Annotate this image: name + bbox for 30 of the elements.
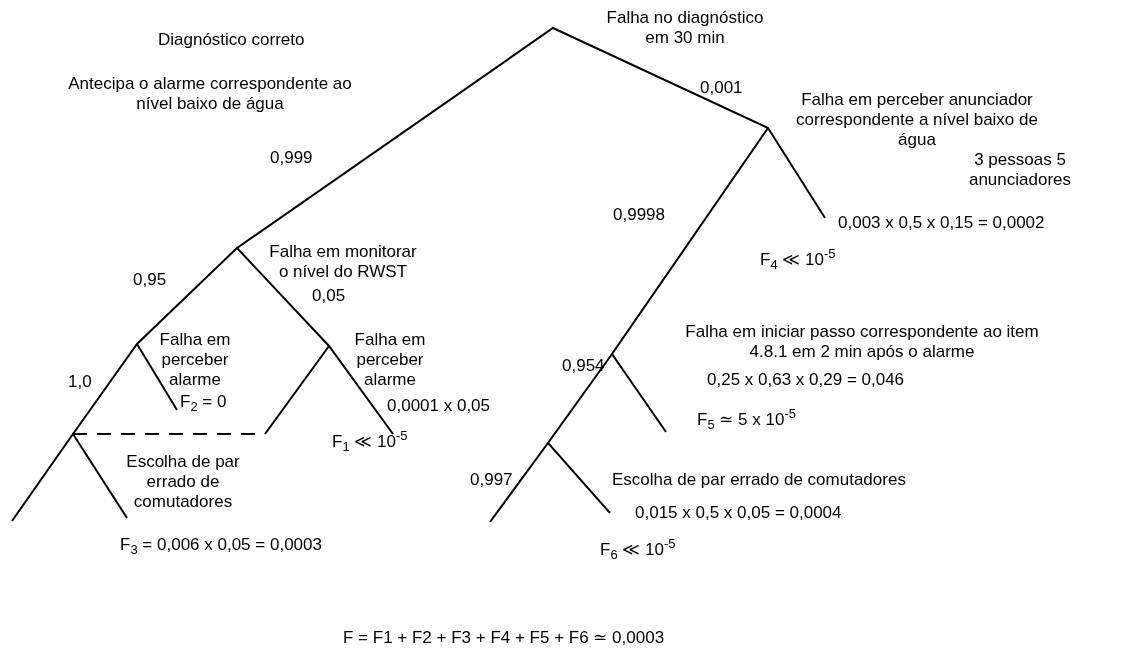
caption-formula: F = F1 + F2 + F3 + F4 + F5 + F6 ≃ 0,0003 <box>343 628 665 648</box>
probability-label: 0,954 <box>562 356 605 376</box>
branch-label: Falha no diagnóstico em 30 min <box>605 8 765 48</box>
branch-label: Escolha de par errado de comutadores <box>125 452 241 512</box>
result-formula: F$_{6}$ ≪ 10$^{-5}$ <box>600 540 676 560</box>
result-formula: F$_{3}$ = 0,006 x 0,05 = 0,0003 <box>120 535 322 555</box>
branch-label: Escolha de par errado de comutadores <box>612 470 906 490</box>
branch-label: Antecipa o alarme correspondente ao nível baixo de água <box>67 74 353 114</box>
probability-label: 0,001 <box>700 78 743 98</box>
result-formula: F$_{2}$ = 0 <box>180 392 227 412</box>
branch-label: Falha em perceber alarme <box>353 330 427 390</box>
result-formula: F$_{5}$ ≃ 5 x 10$^{-5}$ <box>697 410 796 430</box>
formula-text: 0,25 x 0,63 x 0,29 = 0,046 <box>707 370 905 390</box>
branch-label: Falha em perceber alarme <box>158 330 232 390</box>
branch-label: Falha em monitorar o nível do RWST <box>268 242 418 282</box>
probability-label: 1,0 <box>68 372 92 392</box>
formula-text: 0,003 x 0,5 x 0,15 = 0,0002 <box>838 213 1045 233</box>
note-text: 3 pessoas 5 anunciadores <box>967 150 1073 190</box>
formula-text: 0,015 x 0,5 x 0,05 = 0,0004 <box>635 503 842 523</box>
branch-label: Diagnóstico correto <box>158 30 305 50</box>
branch-label: Falha em iniciar passo correspondente ao item 4.8.1 em 2 min após o alarme <box>684 322 1040 362</box>
probability-label: 0,997 <box>470 470 513 490</box>
formula-text: 0,0001 x 0,05 <box>387 396 491 416</box>
result-formula: F$_{1}$ ≪ 10$^{-5}$ <box>332 432 408 452</box>
probability-label: 0,95 <box>133 270 167 290</box>
probability-label: 0,05 <box>312 286 346 306</box>
probability-label: 0,999 <box>270 148 313 168</box>
branch-label: Falha em perceber anunciador correspondente a nível baixo de água <box>795 90 1039 150</box>
result-formula: F$_{4}$ ≪ 10$^{-5}$ <box>760 250 836 270</box>
probability-label: 0,9998 <box>613 205 665 225</box>
